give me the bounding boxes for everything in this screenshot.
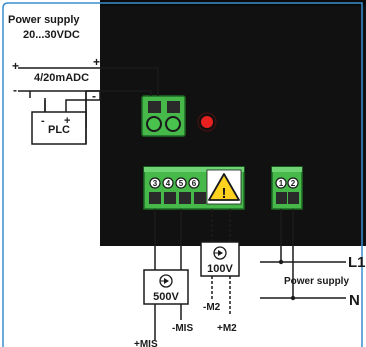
terminal-5: 5 bbox=[179, 179, 184, 188]
supply-plus: + bbox=[12, 59, 19, 73]
power-terminal-block: 1 2 bbox=[271, 166, 303, 210]
ammeter-icon bbox=[159, 274, 173, 288]
plc-label: PLC bbox=[48, 124, 70, 136]
terminal-2: 2 bbox=[291, 179, 296, 188]
supply-minus: - bbox=[13, 83, 17, 97]
warning-icon: ! bbox=[206, 169, 242, 205]
top-terminal-block bbox=[141, 95, 186, 137]
power-supply-top-title: Power supply bbox=[8, 14, 80, 26]
power-supply-top-range: 20...30VDC bbox=[23, 29, 80, 41]
loop-minus: - bbox=[92, 89, 96, 103]
plc-box: PLC - + bbox=[31, 98, 87, 145]
meter-500-pos: +MIS bbox=[134, 339, 158, 347]
terminal-4: 4 bbox=[166, 179, 171, 188]
terminal-1: 1 bbox=[279, 179, 284, 188]
meter-500-wires bbox=[154, 209, 182, 340]
meter-100-pos: +M2 bbox=[217, 323, 237, 334]
warning-symbol: ! bbox=[222, 185, 227, 202]
plc-plus: + bbox=[64, 115, 70, 127]
ammeter-icon bbox=[213, 246, 227, 260]
meter-100-wires bbox=[211, 209, 231, 315]
signal-label: 4/20mADC bbox=[34, 72, 89, 84]
plc-minus: - bbox=[41, 115, 45, 127]
meter-100-value: 100V bbox=[207, 263, 233, 275]
meter-500: 500V bbox=[143, 269, 189, 305]
mains-l1: L1 bbox=[348, 254, 366, 271]
meter-100: 100V bbox=[200, 241, 240, 277]
terminal-numbers-main: 3 4 5 6 bbox=[149, 177, 200, 189]
meter-500-neg: -MIS bbox=[172, 323, 193, 334]
mains-n: N bbox=[349, 292, 360, 309]
meter-100-neg: -M2 bbox=[203, 302, 221, 313]
mains-caption: Power supply bbox=[284, 276, 349, 287]
led-indicator bbox=[201, 116, 213, 128]
terminal-3: 3 bbox=[153, 179, 158, 188]
loop-plus: + bbox=[93, 55, 100, 69]
supply-wires bbox=[18, 67, 159, 96]
mains-wires bbox=[260, 209, 346, 299]
meter-500-value: 500V bbox=[153, 291, 179, 303]
terminal-6: 6 bbox=[192, 179, 197, 188]
